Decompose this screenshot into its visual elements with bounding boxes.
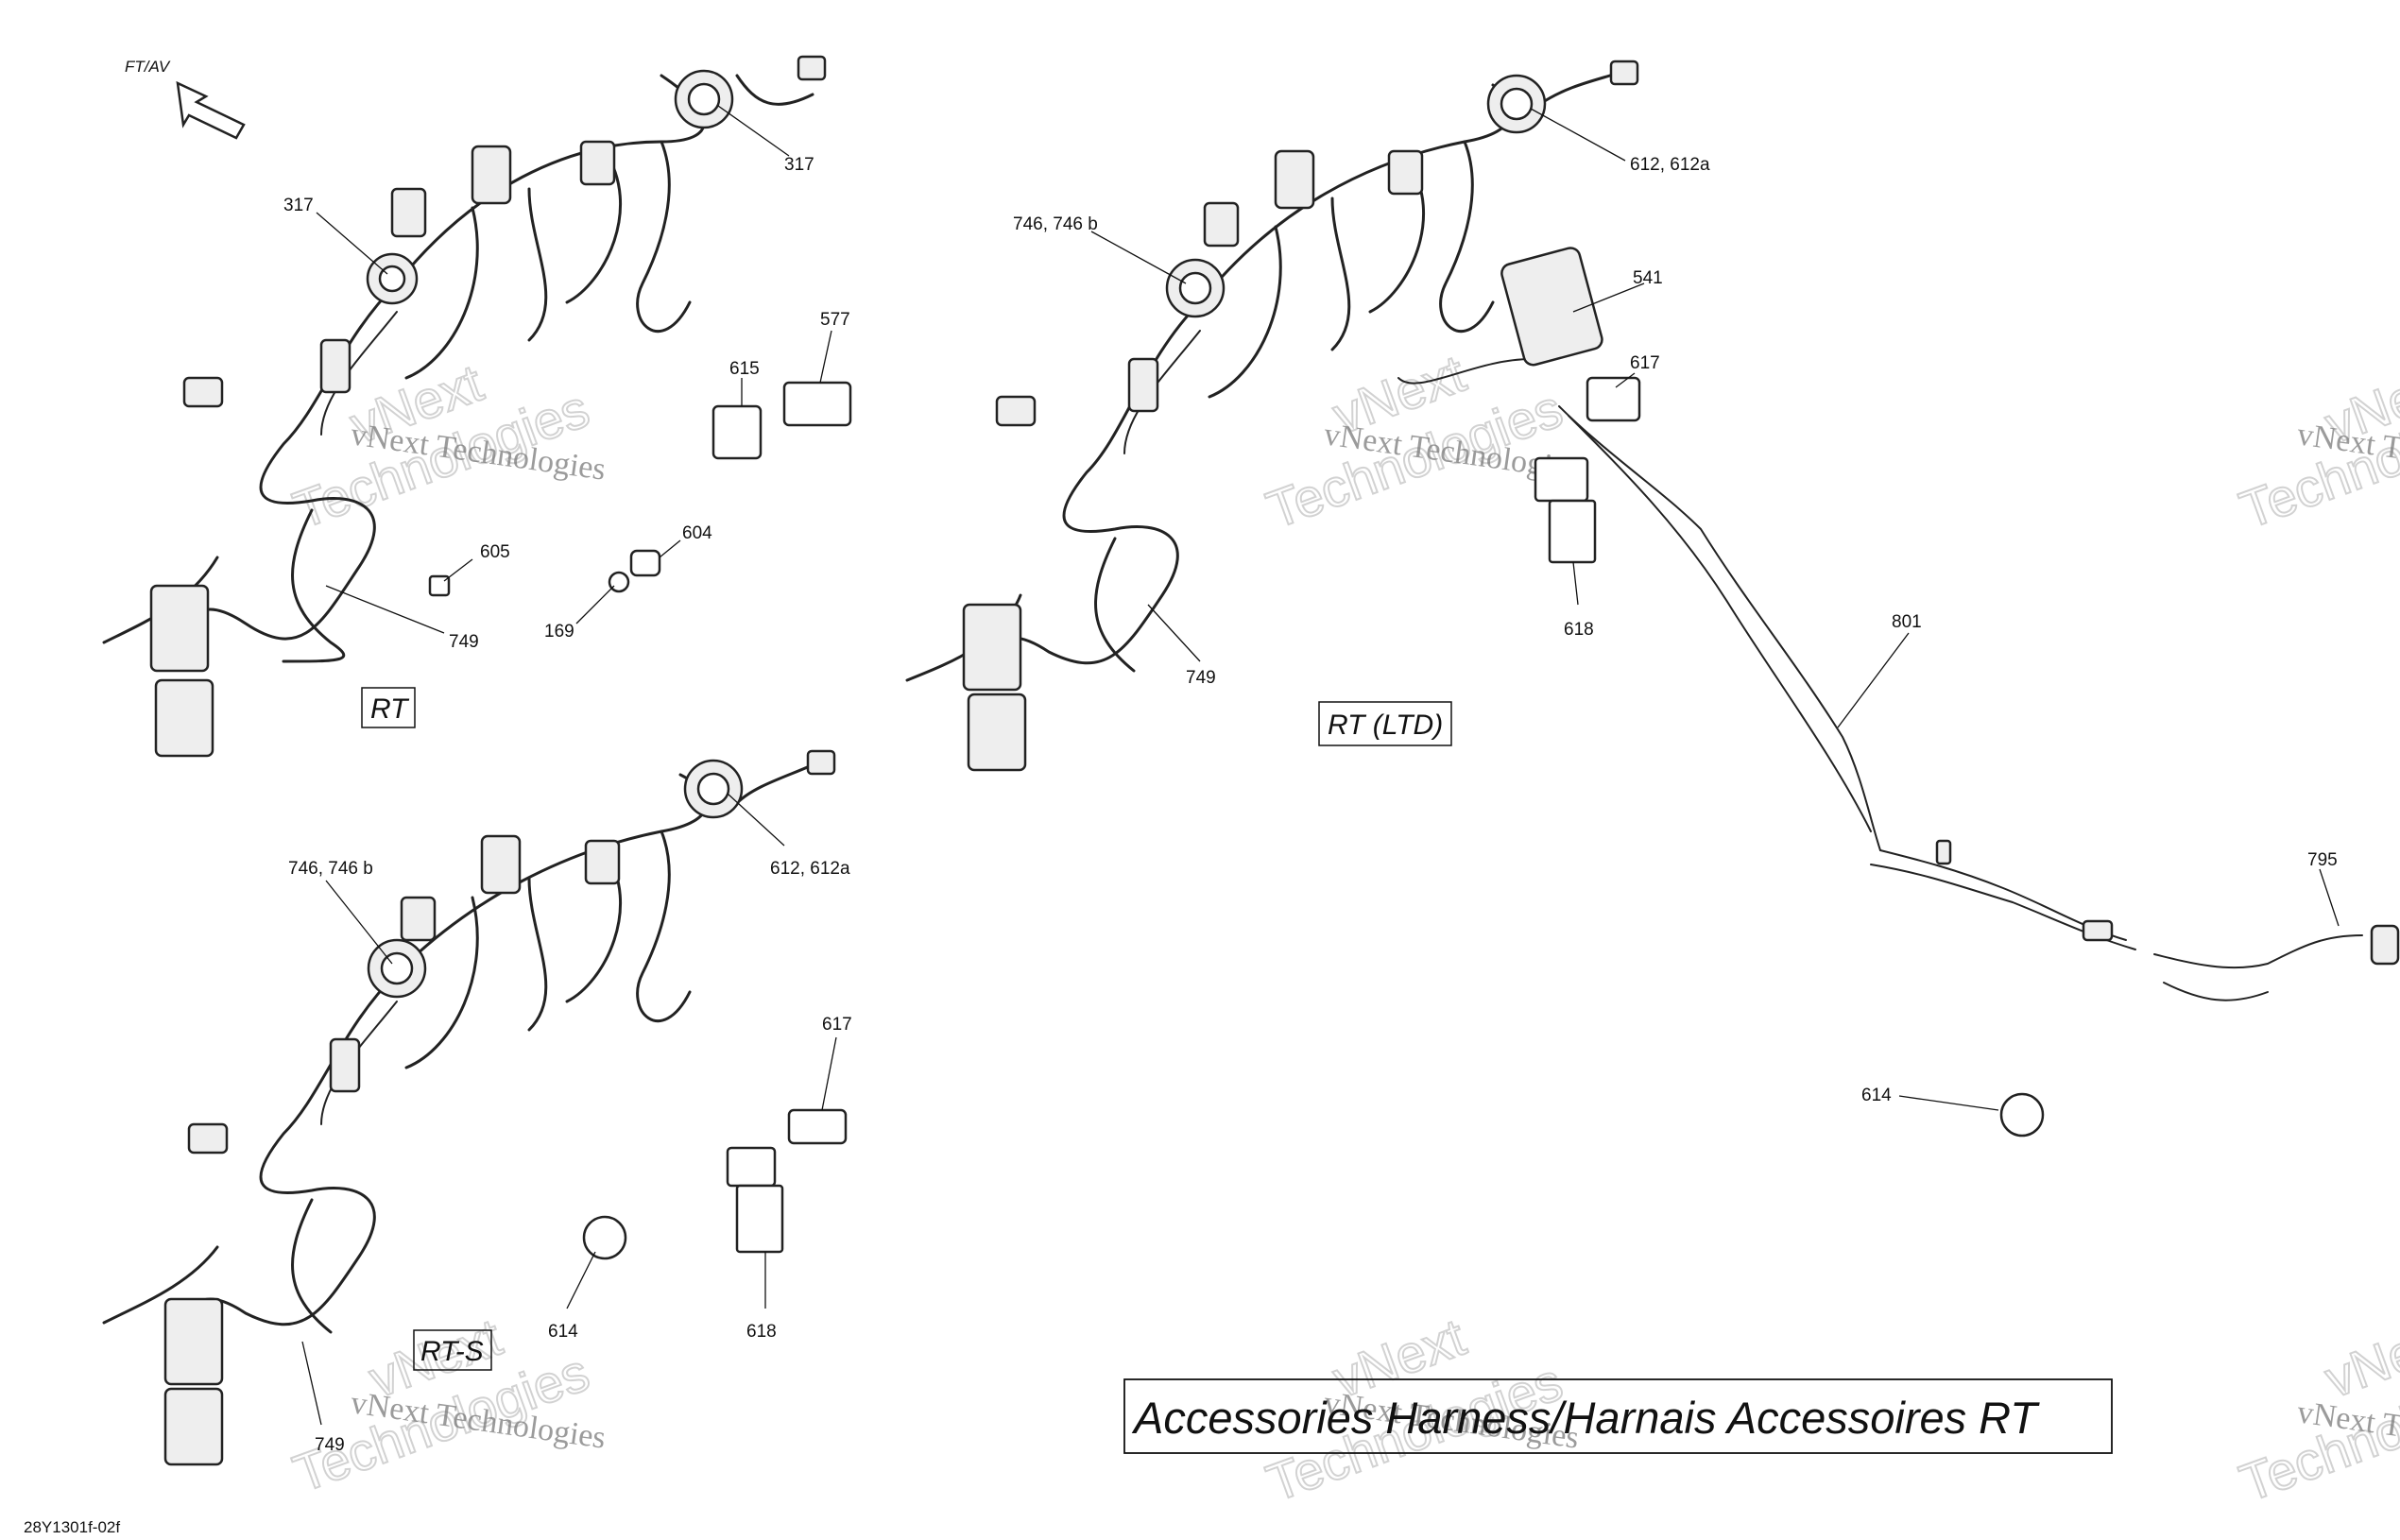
- rt-plug-c-icon: [579, 140, 616, 186]
- ltd-plug-b-icon: [1203, 201, 1240, 248]
- callout-ltd-617: 617: [1630, 353, 1660, 373]
- callout-rts-618: 618: [746, 1322, 777, 1342]
- variant-label-rt-s: RT-S: [420, 1336, 484, 1367]
- title-box: [1123, 1378, 2113, 1454]
- callout-ltd-795: 795: [2307, 850, 2338, 870]
- ltd-harness-801-connector-icon: [1935, 839, 1952, 865]
- ltd-module-541-icon: [1500, 247, 1603, 367]
- rt-plug-e-icon: [182, 376, 224, 408]
- rts-switch-618-top-icon: [726, 1146, 777, 1188]
- callout-rt-317-left: 317: [283, 196, 314, 215]
- front-arrow-icon: [176, 80, 246, 140]
- rt-connector-block-1-icon: [149, 584, 210, 673]
- ltd-connector-746-inner: [1178, 271, 1212, 305]
- variant-label-rt-ltd: RT (LTD): [1328, 710, 1443, 741]
- rt-plug-d-icon: [797, 55, 827, 81]
- callout-ltd-614: 614: [1861, 1086, 1892, 1105]
- rt-plug-f-icon: [319, 338, 351, 394]
- callout-rt-317-top: 317: [784, 155, 814, 175]
- figure-id: 28Y1301f-02f: [24, 1518, 120, 1536]
- rts-switch-617-icon: [787, 1108, 848, 1145]
- rt-plug-b-icon: [390, 187, 427, 238]
- callout-ltd-618: 618: [1564, 620, 1594, 640]
- callout-rt-604: 604: [682, 523, 712, 543]
- callout-rts-749: 749: [315, 1435, 345, 1455]
- callout-rt-749: 749: [449, 632, 479, 652]
- ltd-variant-box: [1318, 701, 1452, 746]
- ltd-plug-f-icon: [1127, 357, 1159, 413]
- ltd-connector-block-2-icon: [967, 693, 1027, 772]
- ltd-plug-e-icon: [995, 395, 1037, 427]
- ltd-connector-612-inner: [1500, 87, 1534, 121]
- variant-label-rt: RT: [370, 693, 410, 725]
- callout-rts-617: 617: [822, 1015, 852, 1035]
- rts-connector-block-1-icon: [163, 1297, 224, 1386]
- rts-plug-f-icon: [329, 1037, 361, 1093]
- rt-connector-317-top-inner: [687, 82, 721, 116]
- rts-variant-box: [413, 1329, 492, 1371]
- title-block: Accessories Harness/Harnais Accessoires …: [1123, 1378, 2113, 1454]
- callout-rts-612: 612, 612a: [770, 859, 850, 879]
- ltd-switch-618-body-icon: [1548, 499, 1597, 564]
- rts-plug-e-icon: [187, 1122, 229, 1155]
- rts-harness-group: 612, 612a 746, 746 b 617 614 618 749 RT-…: [102, 749, 852, 1466]
- rts-plug-a-icon: [480, 834, 522, 895]
- rts-switch-618-body-icon: [735, 1184, 784, 1254]
- rts-connector-746-inner: [380, 951, 414, 985]
- callout-rt-605: 605: [480, 542, 510, 562]
- ltd-plug-c-icon: [1387, 149, 1424, 196]
- ltd-part-614-icon: [1999, 1092, 2045, 1138]
- callout-ltd-612: 612, 612a: [1630, 155, 1710, 175]
- rt-part-169-icon: [608, 571, 630, 593]
- rt-plug-a-icon: [471, 145, 512, 205]
- callout-ltd-541: 541: [1633, 268, 1663, 288]
- rt-ltd-harness-group: 612, 612a 746, 746 b 541 617 618 749 801…: [905, 60, 2400, 1138]
- ltd-plug-d-icon: [1609, 60, 1639, 86]
- rts-plug-d-icon: [806, 749, 836, 776]
- direction-label: FT/AV: [125, 58, 171, 76]
- rt-switch-577-icon: [782, 381, 852, 427]
- callout-rts-614: 614: [548, 1322, 578, 1342]
- ltd-switch-618-top-icon: [1534, 456, 1589, 503]
- callout-rt-615: 615: [729, 359, 760, 379]
- rts-connector-block-2-icon: [163, 1387, 224, 1466]
- ltd-switch-617-icon: [1586, 376, 1641, 422]
- rt-switch-615-icon: [711, 404, 763, 460]
- callout-rts-746: 746, 746 b: [288, 859, 373, 879]
- rts-part-614-icon: [582, 1215, 627, 1260]
- diagram-title: Accessories Harness/Harnais Accessoires …: [1131, 1393, 2040, 1443]
- ltd-plug-a-icon: [1274, 149, 1315, 210]
- callout-ltd-749: 749: [1186, 668, 1216, 688]
- rt-connector-block-2-icon: [154, 678, 214, 758]
- rt-part-604-icon: [629, 549, 661, 577]
- ltd-harness-795-connector-icon: [2370, 924, 2400, 966]
- rts-plug-b-icon: [400, 896, 437, 942]
- ltd-harness-801-fuse-icon: [2082, 919, 2114, 942]
- callout-ltd-801: 801: [1892, 612, 1922, 632]
- callout-rt-577: 577: [820, 310, 850, 330]
- rt-harness-group: 317 317 615 577 605 604 169 749 RT: [102, 55, 852, 758]
- callout-ltd-746: 746, 746 b: [1013, 214, 1098, 234]
- front-direction-indicator: FT/AV: [125, 58, 246, 140]
- watermark-big-11: vNext: [2318, 1307, 2400, 1409]
- rts-connector-612-inner: [696, 772, 730, 806]
- rts-plug-c-icon: [584, 839, 621, 885]
- ltd-connector-block-1-icon: [962, 603, 1022, 692]
- rt-variant-box: [361, 687, 416, 728]
- callout-rt-169: 169: [544, 622, 574, 642]
